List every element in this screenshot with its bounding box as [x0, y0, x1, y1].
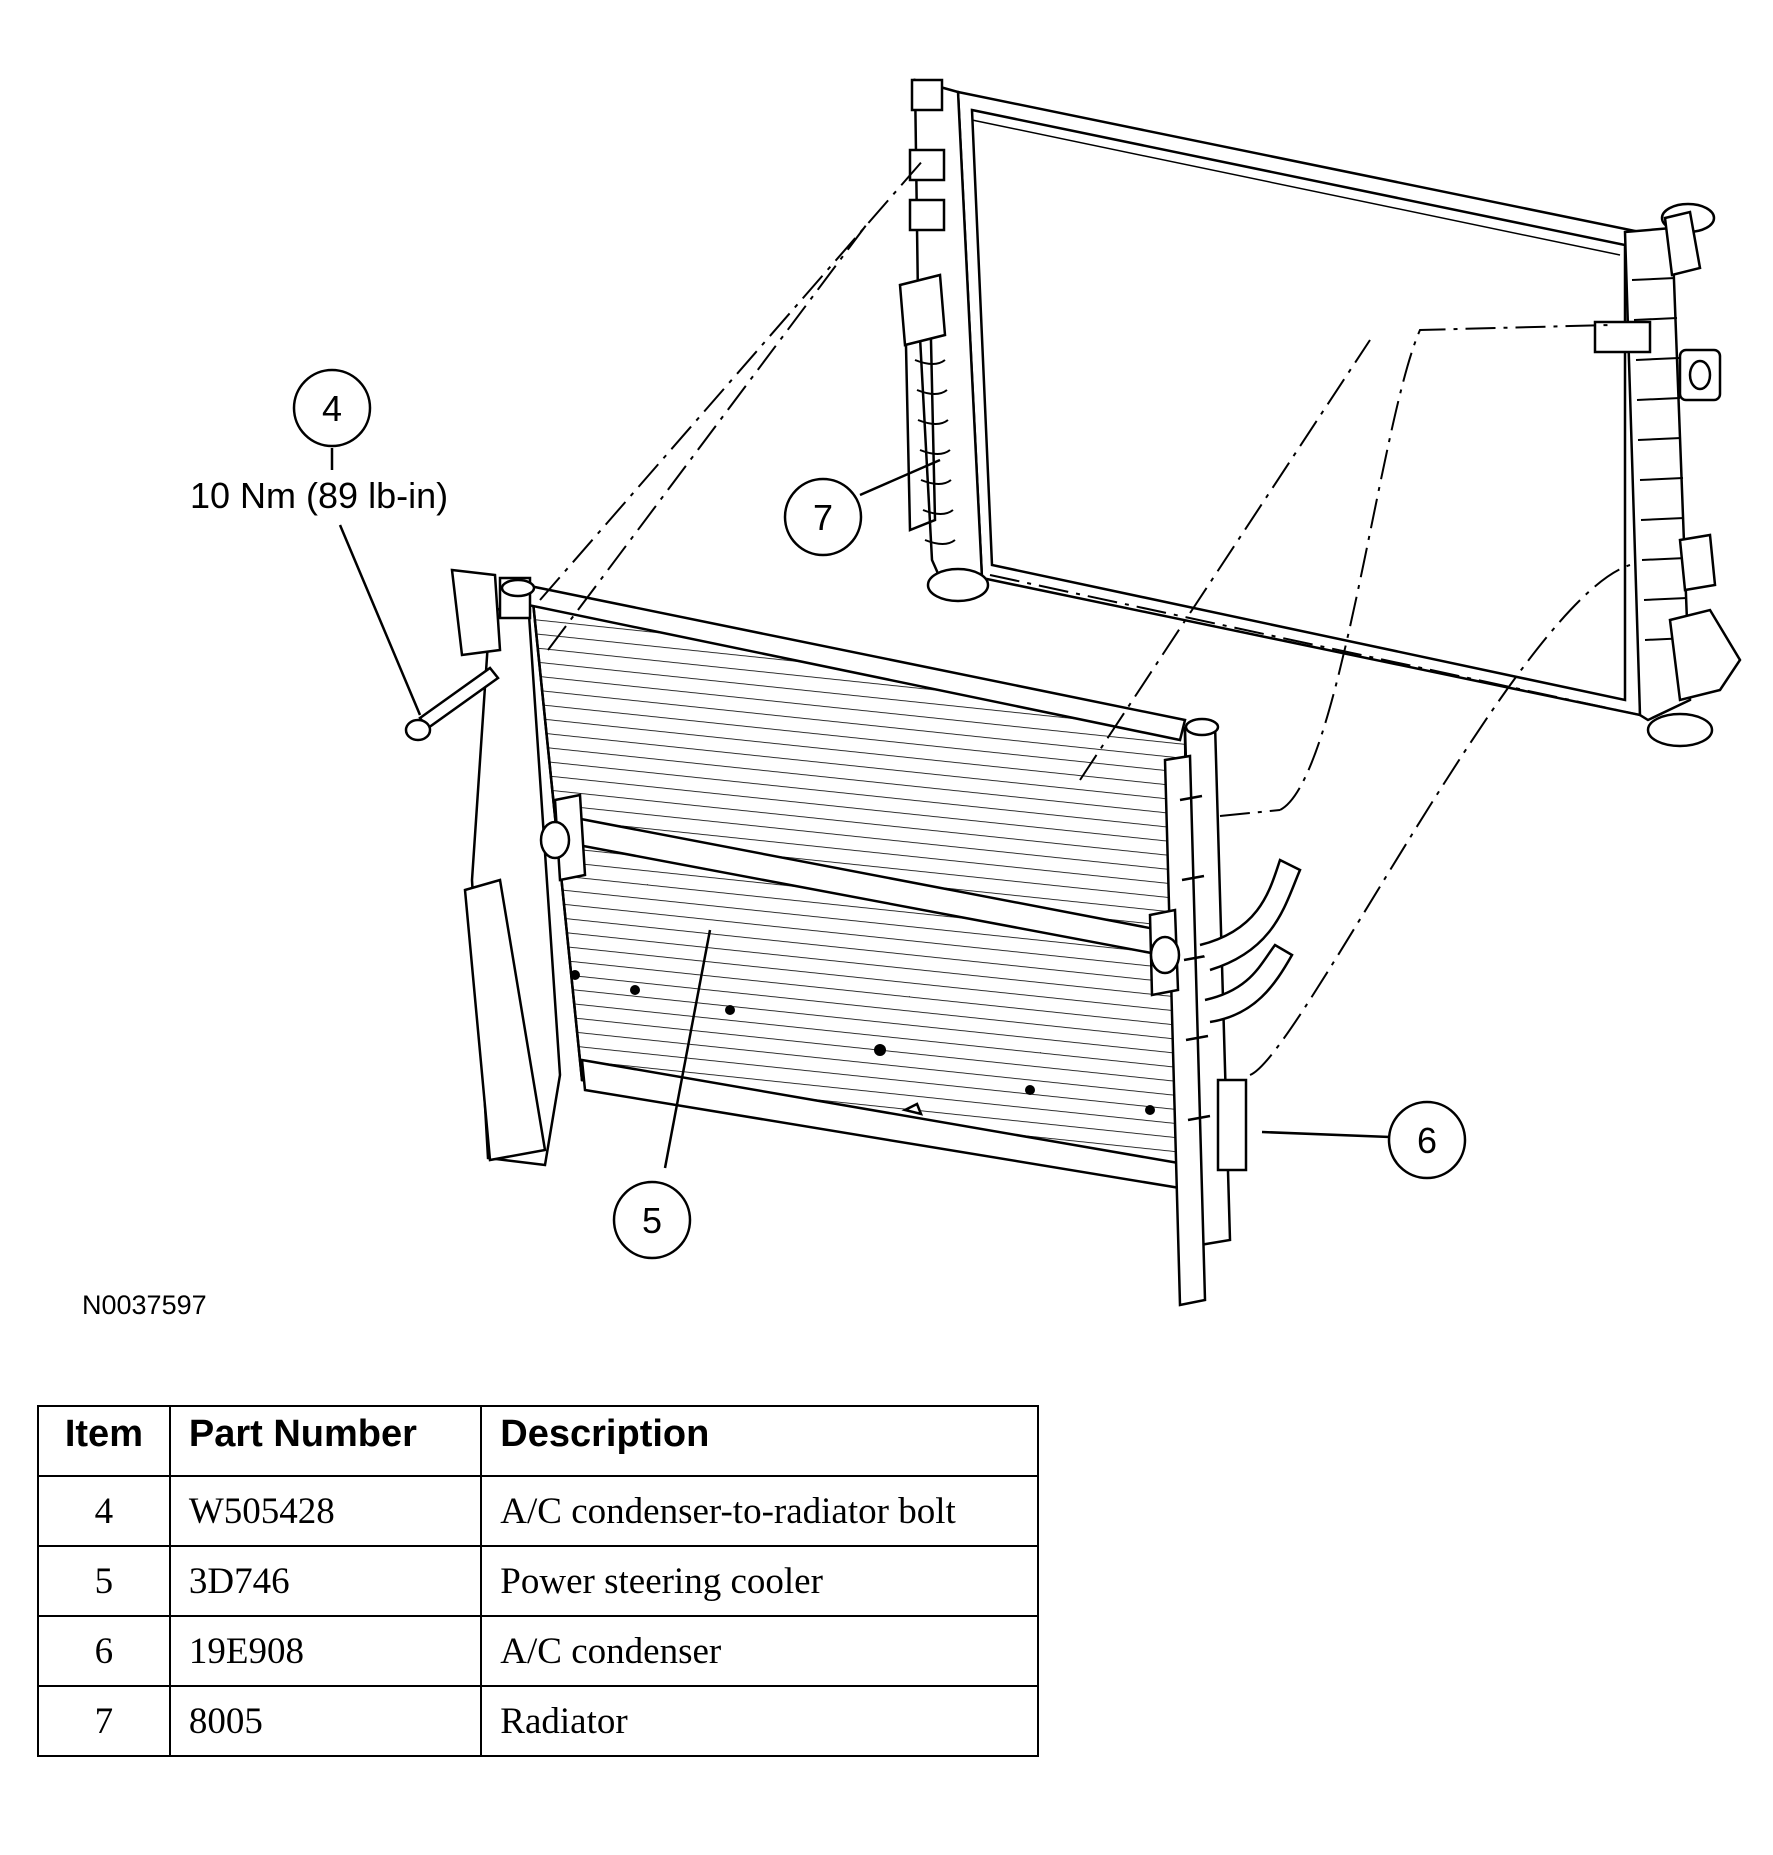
cell-item: 4 [37, 1475, 171, 1547]
radiator [898, 78, 1742, 748]
table-header-row: Item Part Number Description [37, 1405, 1039, 1477]
callout-leaders [330, 448, 1391, 1169]
assembly-lines [539, 157, 1641, 1076]
parts-table: Item Part Number Description 4 W505428 A… [37, 1405, 1039, 1757]
exploded-view-diagram: 4 7 5 6 10 Nm (89 lb-in) [190, 78, 1742, 1307]
callout-7: 7 [783, 477, 863, 557]
svg-text:4: 4 [322, 388, 342, 429]
callout-6: 6 [1387, 1100, 1467, 1180]
cell-part-number: 8005 [168, 1685, 483, 1757]
cell-item: 7 [37, 1685, 171, 1757]
svg-text:5: 5 [642, 1200, 662, 1241]
svg-text:7: 7 [813, 497, 833, 538]
radiator-right-tank-ribs [1631, 277, 1689, 641]
header-part-number: Part Number [168, 1405, 483, 1477]
cell-item: 6 [37, 1615, 171, 1687]
power-steering-cooler [539, 793, 1181, 1116]
header-item: Item [37, 1405, 171, 1477]
header-description: Description [480, 1405, 1039, 1477]
cell-description: A/C condenser [480, 1615, 1039, 1687]
svg-text:6: 6 [1417, 1120, 1437, 1161]
callout-4: 4 [292, 368, 372, 448]
cell-description: A/C condenser-to-radiator bolt [480, 1475, 1039, 1547]
torque-spec: 10 Nm (89 lb-in) [190, 475, 448, 516]
table-row: 4 W505428 A/C condenser-to-radiator bolt [37, 1475, 1039, 1547]
cell-description: Radiator [480, 1685, 1039, 1757]
cell-part-number: 3D746 [168, 1545, 483, 1617]
cell-description: Power steering cooler [480, 1545, 1039, 1617]
cell-item: 5 [37, 1545, 171, 1617]
cell-part-number: 19E908 [168, 1615, 483, 1687]
figure-id: N0037597 [82, 1290, 207, 1320]
table-row: 6 19E908 A/C condenser [37, 1615, 1039, 1687]
cell-part-number: W505428 [168, 1475, 483, 1547]
table-row: 5 3D746 Power steering cooler [37, 1545, 1039, 1617]
callout-5: 5 [612, 1180, 692, 1260]
bolt [404, 666, 500, 742]
table-row: 7 8005 Radiator [37, 1685, 1039, 1757]
